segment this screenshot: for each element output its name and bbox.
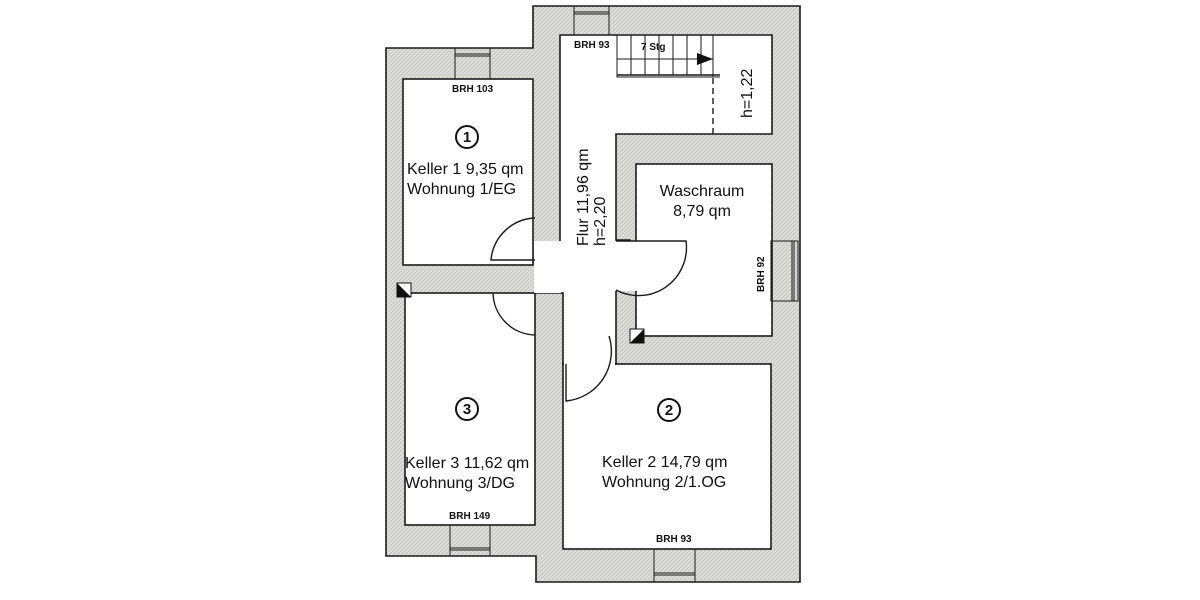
room-number-3: 3 [455,397,479,421]
window-flur [573,5,610,36]
keller3-window-label: BRH 149 [449,511,491,522]
waschraum-window-label: BRH 92 [756,256,767,292]
keller1-area-label: Keller 1 9,35 qm [407,161,524,178]
waschraum-area-label: 8,79 qm [673,203,731,220]
door-keller3 [492,292,536,336]
window-keller2 [653,548,696,583]
stair-direction-arrow-icon [697,53,713,65]
window-keller1 [454,47,491,80]
keller2-window-label: BRH 93 [656,534,692,545]
room-waschraum [635,163,773,337]
flur-area-label: Flur 11,96 qm [575,148,592,246]
room-number-1: 1 [455,125,479,149]
window-keller3 [449,524,491,557]
keller2-area-label: Keller 2 14,79 qm [602,454,727,471]
stairs-height-label: h=1,22 [739,69,756,118]
shaft-symbol-left-icon [396,282,412,298]
keller2-apartment-label: Wohnung 2/1.OG [602,474,726,491]
room-number-1-text: 1 [463,129,471,146]
room-number-3-text: 3 [463,401,471,418]
stairs-count-label: 7 Stg [641,42,665,53]
waschraum-name-label: Waschraum [660,183,745,200]
room-number-2: 2 [657,398,681,422]
shaft-symbol-center-icon [629,328,645,344]
room-keller2 [562,363,772,550]
door-keller2 [565,335,613,402]
door-waschraum [615,240,688,297]
keller1-apartment-label: Wohnung 1/EG [407,181,516,198]
room-keller1 [402,78,534,266]
keller3-apartment-label: Wohnung 3/DG [405,475,515,492]
door-keller1 [490,217,536,261]
keller1-window-label: BRH 103 [452,84,494,95]
window-waschraum [770,240,799,302]
flur-height-label: h=2,20 [592,197,609,246]
staircase [616,34,720,134]
room-number-2-text: 2 [665,402,673,419]
keller3-area-label: Keller 3 11,62 qm [405,455,529,472]
flur-window-label: BRH 93 [574,40,610,51]
